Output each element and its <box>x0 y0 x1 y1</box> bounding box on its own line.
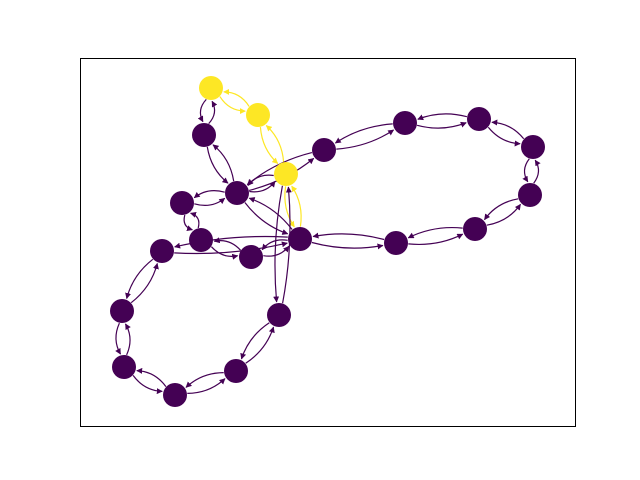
graph-node-n11 <box>467 107 491 131</box>
edge-n17-to-n16 <box>245 326 275 364</box>
edge-n5-to-n2 <box>249 181 276 193</box>
edge-n5-to-n6 <box>193 190 225 199</box>
edge-n21-to-n20 <box>125 258 154 300</box>
edge-n11-to-n12 <box>487 126 521 147</box>
edge-n17-to-n18 <box>185 372 224 388</box>
edge-n15-to-n14 <box>408 233 464 245</box>
graph-node-n21 <box>150 239 174 263</box>
edge-n3-to-n15 <box>311 241 384 250</box>
edge-n0-to-n1 <box>219 96 246 115</box>
graph-node-n15 <box>384 231 408 255</box>
edge-n20-to-n21 <box>130 262 159 304</box>
edge-n6-to-n5 <box>194 197 226 206</box>
edge-n9-to-n10 <box>336 129 395 150</box>
edge-n2-to-n16 <box>273 185 283 303</box>
edge-n4-to-n5 <box>206 146 229 184</box>
edge-n3-to-n21 <box>174 235 288 249</box>
edge-n13-to-n14 <box>484 198 519 221</box>
graph-node-n10 <box>393 111 417 135</box>
edge-n2-to-n3 <box>284 186 295 228</box>
edge-n14-to-n13 <box>486 203 521 226</box>
graph-node-n20 <box>110 299 134 323</box>
edge-n5-to-n3 <box>244 202 289 235</box>
edge-n10-to-n9 <box>334 123 393 144</box>
graph-node-n14 <box>463 217 487 241</box>
graph-node-n19 <box>112 355 136 379</box>
graph-node-n5 <box>225 181 249 205</box>
edge-n9-to-n5 <box>246 152 313 186</box>
graph-node-n7 <box>189 228 213 252</box>
edge-n21-to-n3 <box>174 241 288 255</box>
edge-n16-to-n17 <box>240 322 270 360</box>
edge-n8-to-n7 <box>213 237 242 251</box>
edge-n7-to-n8 <box>210 246 239 260</box>
edge-n10-to-n11 <box>416 121 467 129</box>
graph-node-n12 <box>521 135 545 159</box>
edge-n12-to-n11 <box>491 119 525 140</box>
edge-n18-to-n17 <box>187 378 226 394</box>
edge-n18-to-n19 <box>136 367 167 387</box>
graph-node-n4 <box>192 123 216 147</box>
edge-n8-to-n3 <box>263 245 290 257</box>
edge-n6-to-n7 <box>183 214 193 232</box>
edge-n14-to-n15 <box>407 227 463 239</box>
edge-n3-to-n2 <box>291 185 302 227</box>
node-layer <box>110 76 545 407</box>
edge-n16-to-n2 <box>282 186 292 304</box>
edge-n11-to-n10 <box>417 113 468 121</box>
edge-n4-to-n0 <box>208 100 218 125</box>
edge-n20-to-n19 <box>115 322 122 355</box>
graph-node-n1 <box>246 103 270 127</box>
edge-n5-to-n4 <box>212 144 235 182</box>
edge-n7-to-n6 <box>190 211 200 229</box>
graph-node-n17 <box>224 359 248 383</box>
graph-node-n18 <box>163 383 187 407</box>
edge-n3-to-n5 <box>248 197 293 230</box>
axes-frame <box>80 58 576 427</box>
edge-n0-to-n4 <box>197 98 207 123</box>
edge-n19-to-n18 <box>132 375 163 395</box>
graph-node-n9 <box>312 138 336 162</box>
edge-n12-to-n13 <box>522 158 530 183</box>
edge-n15-to-n3 <box>312 232 385 241</box>
edge-n1-to-n0 <box>223 88 250 107</box>
graph-node-n8 <box>239 245 263 269</box>
graph-node-n16 <box>267 303 291 327</box>
graph-node-n0 <box>199 76 223 100</box>
graph-node-n13 <box>518 183 542 207</box>
edge-n1-to-n2 <box>259 127 279 164</box>
graph-node-n6 <box>170 191 194 215</box>
graph-node-n2 <box>274 162 298 186</box>
graph-node-n3 <box>288 227 312 251</box>
edge-layer <box>115 88 541 395</box>
edge-n19-to-n20 <box>124 323 131 356</box>
edge-n2-to-n1 <box>265 125 285 162</box>
edge-n13-to-n12 <box>533 159 541 184</box>
